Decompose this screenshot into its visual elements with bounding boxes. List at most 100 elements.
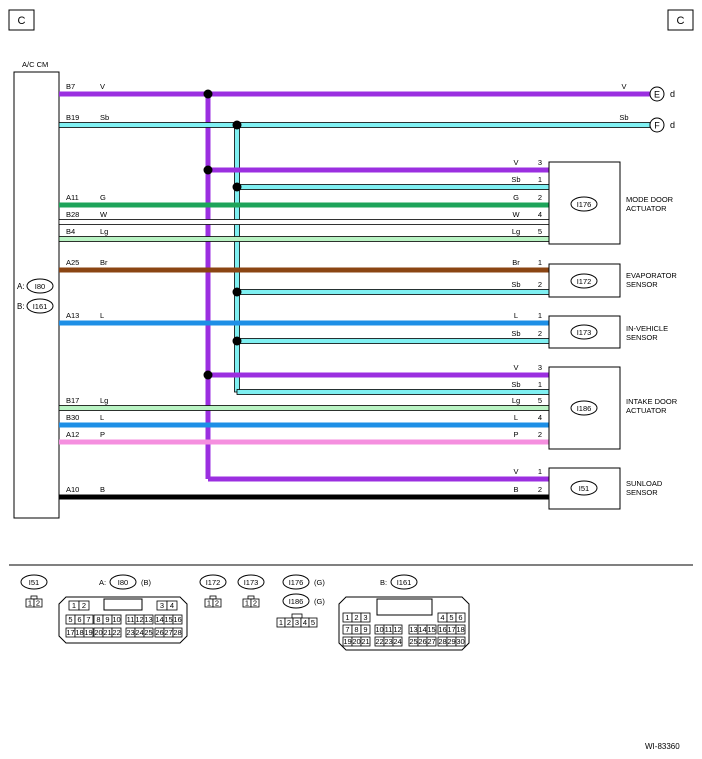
wire-color-code-end: Sb — [511, 280, 520, 289]
wire-color-code-end: Sb — [619, 113, 628, 122]
pin-label: 1 — [72, 601, 76, 610]
wire-color-code: B — [100, 485, 105, 494]
component-pin-number: 2 — [538, 430, 542, 439]
module-connector-b: B: I161 — [17, 298, 54, 314]
wire-branch-V — [208, 167, 549, 173]
component-name-line2: ACTUATOR — [626, 406, 667, 415]
splice-junction — [232, 120, 242, 130]
pin-label: 2 — [36, 599, 40, 608]
component-id: I172 — [577, 277, 592, 286]
pin-label: 25 — [144, 628, 152, 637]
pin-label: 23 — [384, 637, 392, 646]
pin-label: 13 — [409, 625, 417, 634]
pin-label: 28 — [173, 628, 181, 637]
component-pin-number: 4 — [538, 210, 542, 219]
wire-B17-Lg — [58, 405, 550, 411]
pin-label: 27 — [427, 637, 435, 646]
component-in-vehicle-sensor: I173 IN-VEHICLE SENSOR — [548, 315, 668, 349]
component-pin-number: 2 — [538, 329, 542, 338]
pin-label: 2 — [253, 599, 257, 608]
module-pin-label: A10 — [66, 485, 79, 494]
terminal-f-letter: F — [654, 121, 660, 131]
component-pin-number: 3 — [538, 363, 542, 372]
module-pin-label: B30 — [66, 413, 79, 422]
pin-label: 14 — [418, 625, 426, 634]
module-pin-label: B4 — [66, 227, 75, 236]
component-pin-number: 2 — [538, 193, 542, 202]
component-pin-number: 1 — [538, 175, 542, 184]
pin-label: 26 — [418, 637, 426, 646]
pin-label: 6 — [458, 613, 462, 622]
component-mode-door-actuator: I176 MODE DOOR ACTUATOR — [548, 161, 674, 245]
component-name-line2: ACTUATOR — [626, 204, 667, 213]
pin-label: 7 — [345, 625, 349, 634]
component-name-line1: INTAKE DOOR — [626, 397, 678, 406]
wire-color-code: Br — [100, 258, 108, 267]
wire-color-code-end: Lg — [512, 396, 520, 405]
component-pin-number: 1 — [538, 380, 542, 389]
component-id: I173 — [577, 328, 592, 337]
connector-id: I51 — [29, 578, 39, 587]
pin-label: 7 — [86, 615, 90, 624]
pin-label: 24 — [135, 628, 143, 637]
pin-label: 2 — [354, 613, 358, 622]
component-evaporator-sensor: I172 EVAPORATOR SENSOR — [548, 263, 677, 298]
component-name-line2: SENSOR — [626, 333, 658, 342]
connector-id: I80 — [118, 578, 128, 587]
component-pin-number: 5 — [538, 227, 542, 236]
component-pin-number: 3 — [538, 158, 542, 167]
page-mark-left: C — [8, 9, 35, 31]
pin-label: 8 — [96, 615, 100, 624]
pin-label: 28 — [438, 637, 446, 646]
module-connector-a: A: I80 — [17, 278, 54, 294]
wire-color-code-end: P — [513, 430, 518, 439]
wire-branch-Sb — [236, 184, 550, 190]
wire-branch-Sb — [236, 389, 550, 395]
pin-label: 20 — [94, 628, 102, 637]
module-pin-label: A25 — [66, 258, 79, 267]
connector-color-i186: (G) — [314, 597, 325, 606]
wire-color-code-end: Sb — [511, 329, 520, 338]
wire-A12-P — [59, 439, 549, 445]
pin-label: 24 — [393, 637, 401, 646]
wire-A11-G — [59, 202, 549, 208]
pin-label: 8 — [354, 625, 358, 634]
terminal-f: F d — [649, 117, 675, 133]
pin-label: 1 — [345, 613, 349, 622]
connector-prefix: A: — [99, 578, 106, 587]
wire-color-code: V — [100, 82, 105, 91]
figure-id: WI-83360 — [645, 742, 680, 751]
wire-color-code: P — [100, 430, 105, 439]
wire-branch-Sb — [236, 289, 550, 295]
wire-color-code-end: L — [514, 413, 518, 422]
wire-color-code-end: W — [512, 210, 520, 219]
component-pin-number: 1 — [538, 258, 542, 267]
wire-A13-L — [59, 320, 549, 326]
pin-label: 16 — [173, 615, 181, 624]
component-pin-number: 2 — [538, 485, 542, 494]
pin-label: 15 — [164, 615, 172, 624]
pin-label: 29 — [447, 637, 455, 646]
page-mark-right-letter: C — [677, 15, 685, 27]
connector-id: I161 — [397, 578, 412, 587]
pin-label: 15 — [427, 625, 435, 634]
wire-color-code-end: V — [513, 158, 518, 167]
wire-color-code-end: Br — [512, 258, 520, 267]
component-name-line1: MODE DOOR — [626, 195, 674, 204]
terminal-f-suffix: d — [670, 120, 675, 130]
pin-label: 10 — [375, 625, 383, 634]
connector-view-i172: I172 1 2 — [199, 574, 227, 608]
splice-junction — [203, 89, 213, 99]
module-pin-label: A11 — [66, 193, 79, 202]
component-pin-number: 5 — [538, 396, 542, 405]
pin-label: 17 — [447, 625, 455, 634]
wire-color-code: W — [100, 210, 108, 219]
pin-label: 5 — [68, 615, 72, 624]
pin-label: 23 — [126, 628, 134, 637]
pin-label: 10 — [112, 615, 120, 624]
module-connector-a-label: A: — [17, 282, 25, 291]
wire-color-code: Lg — [100, 227, 108, 236]
